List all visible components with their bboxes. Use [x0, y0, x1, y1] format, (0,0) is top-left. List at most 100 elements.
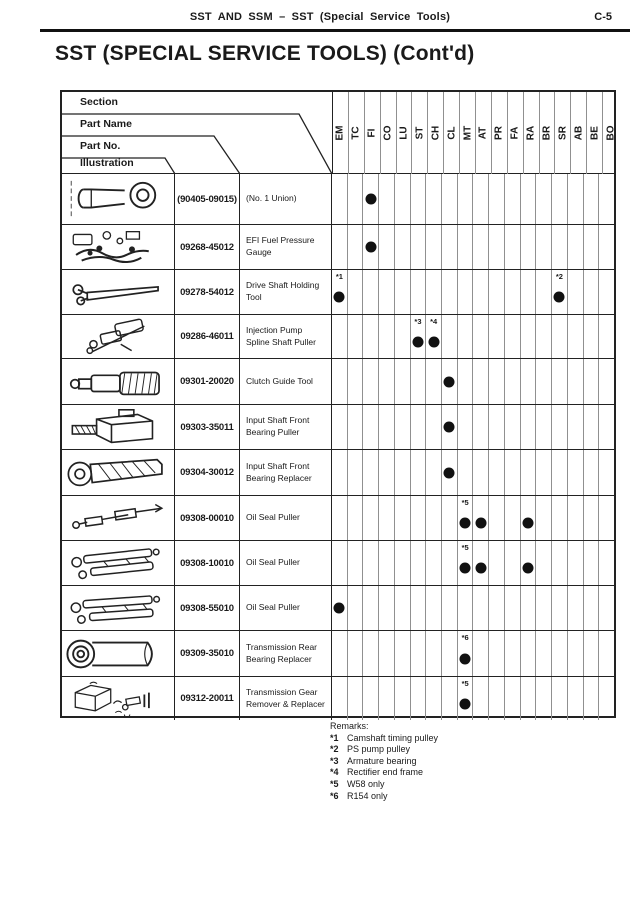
matrix-cell-bo [598, 405, 614, 449]
matrix-cell-fa [503, 496, 520, 540]
section-column-label: BR [541, 125, 553, 141]
footnote-mark: *3 [414, 317, 422, 326]
matrix-cell-at [472, 496, 488, 540]
matrix-cell-fi [362, 359, 378, 404]
part-name: Oil Seal Puller [240, 541, 332, 585]
applicability-cells: *5 [332, 541, 614, 585]
matrix-cell-pr [488, 270, 504, 314]
matrix-cell-fi [362, 496, 378, 540]
matrix-cell-pr [488, 541, 504, 585]
matrix-cell-co [378, 405, 394, 449]
matrix-cell-tc [346, 586, 363, 630]
matrix-cell-ch [425, 270, 441, 314]
section-column-pr: PR [490, 92, 507, 174]
matrix-cell-ch [425, 225, 441, 269]
section-column-label: LU [398, 126, 410, 140]
part-name: Clutch Guide Tool [240, 359, 332, 404]
matrix-cell-ab [566, 359, 583, 404]
part-no: 09312-20011 [175, 677, 240, 720]
matrix-cell-em [332, 315, 347, 358]
matrix-cell-ch [425, 586, 441, 630]
remarks-title: Remarks: [330, 721, 369, 731]
matrix-cell-ch [425, 359, 441, 404]
remark-mark: *6 [330, 790, 339, 801]
section-column-ch: CH [427, 92, 443, 174]
corner-label-part-no: Part No. [80, 140, 121, 152]
matrix-cell-br [535, 450, 551, 495]
matrix-cell-lu [393, 496, 410, 540]
matrix-cell-be [582, 677, 599, 720]
matrix-cell-mt [456, 315, 473, 358]
matrix-cell-lu [393, 586, 410, 630]
matrix-cell-ch [425, 405, 441, 449]
matrix-cell-sr [551, 225, 567, 269]
matrix-cell-at [472, 315, 488, 358]
matrix-cell-lu [393, 450, 410, 495]
matrix-cell-ch [425, 496, 441, 540]
remark-text: Camshaft timing pulley [347, 732, 439, 743]
matrix-cell-ra [519, 631, 536, 676]
matrix-cell-at [472, 450, 488, 495]
matrix-cell-be [582, 315, 599, 358]
input-shaft-front-bearing-puller-drawing [62, 405, 175, 449]
matrix-cell-bo [598, 677, 614, 720]
section-column-label: SR [557, 126, 569, 140]
matrix-cell-sr [551, 174, 567, 224]
matrix-cell-fa [503, 450, 520, 495]
matrix-cell-ra [519, 541, 536, 585]
corner-label-illustration: Illustration [80, 157, 134, 169]
matrix-cell-sr: *2 [551, 270, 567, 314]
matrix-cell-fi [362, 450, 378, 495]
section-column-label: BO [605, 125, 617, 141]
matrix-cell-ch [425, 677, 441, 720]
section-column-label: FI [366, 128, 378, 138]
matrix-cell-mt [456, 270, 473, 314]
part-name: (No. 1 Union) [240, 174, 332, 224]
matrix-cell-ab [566, 174, 583, 224]
matrix-cell-tc [346, 359, 363, 404]
matrix-cell-pr [488, 450, 504, 495]
footnote-mark: *1 [335, 272, 343, 281]
section-column-cl: CL [443, 92, 459, 174]
remark-text: Rectifier end frame [347, 767, 424, 778]
matrix-cell-ra [519, 586, 536, 630]
matrix-cell-be [582, 586, 599, 630]
matrix-cell-ra [519, 496, 536, 540]
matrix-cell-pr [488, 315, 504, 358]
matrix-cell-cl [441, 315, 457, 358]
applicability-dot [459, 562, 471, 574]
matrix-cell-bo [598, 496, 614, 540]
footnote-mark: *5 [461, 498, 469, 507]
section-column-fa: FA [506, 92, 523, 174]
matrix-cell-fa [503, 270, 520, 314]
matrix-cell-br [535, 541, 551, 585]
matrix-cell-ch [425, 174, 441, 224]
matrix-cell-fi [362, 270, 378, 314]
section-column-label: PR [493, 126, 505, 140]
matrix-cell-tc [346, 174, 363, 224]
matrix-cell-ch [425, 631, 441, 676]
matrix-cell-at [472, 405, 488, 449]
matrix-cell-br [535, 677, 551, 720]
matrix-cell-fa [503, 174, 520, 224]
footnote-mark: *4 [430, 317, 438, 326]
matrix-cell-co [378, 677, 394, 720]
no1-union-drawing [62, 174, 175, 224]
section-column-fi: FI [363, 92, 380, 174]
matrix-cell-be [582, 359, 599, 404]
table-header: Section Part Name Part No. Illustration … [62, 92, 617, 174]
matrix-cell-ab [566, 496, 583, 540]
matrix-cell-fi [362, 677, 378, 720]
matrix-cell-tc [346, 270, 363, 314]
matrix-cell-ra [519, 359, 536, 404]
applicability-dot [522, 517, 534, 529]
part-no: 09278-54012 [175, 270, 240, 314]
matrix-cell-co [378, 174, 394, 224]
matrix-cell-lu [393, 405, 410, 449]
remark-text: Armature bearing [347, 755, 417, 766]
matrix-cell-bo [598, 541, 614, 585]
matrix-cell-co [378, 450, 394, 495]
